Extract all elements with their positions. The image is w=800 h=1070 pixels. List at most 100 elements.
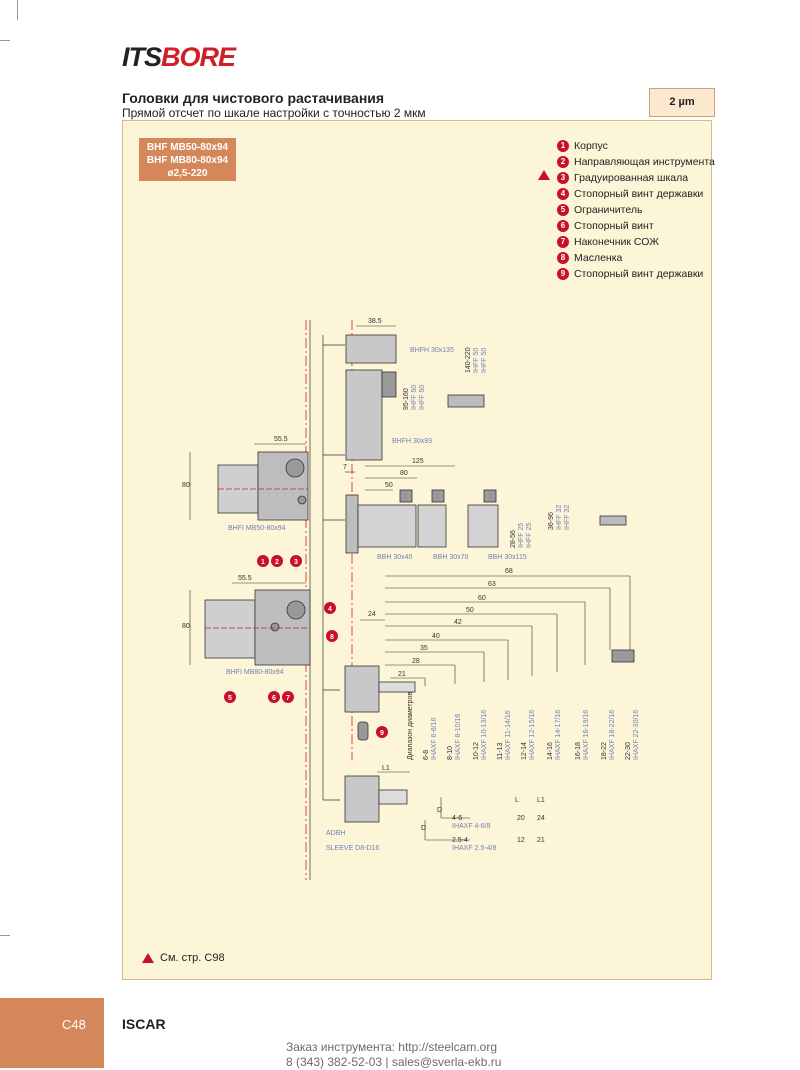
dimension: 80	[182, 623, 190, 630]
insert-code: IHAXF 10-13/16	[481, 710, 488, 760]
callout-icon: 2	[557, 156, 569, 168]
bhfh-holders	[345, 334, 485, 461]
insert-code: IHAXF 22-30/16	[633, 710, 640, 760]
row2-l: 12	[517, 837, 525, 844]
callout-icon: 4	[557, 188, 569, 200]
legend-label: Градуированная шкала	[574, 172, 689, 184]
bhfi-mb50-head	[217, 451, 309, 521]
model-line-2: BHF MB80-80x94	[146, 155, 229, 166]
dimension: 80	[182, 482, 190, 489]
bbh115-label: BBH 30x115	[488, 554, 527, 561]
callout-icon: 7	[557, 236, 569, 248]
callout-icon: 1	[557, 140, 569, 152]
legend-label: Направляющая инструмента	[574, 156, 715, 168]
page-number: C48	[62, 1017, 86, 1032]
range-36-96: 36-96	[548, 512, 555, 530]
insert-code: IHAXF 12-15/16	[529, 710, 536, 760]
dimension: 50	[466, 607, 474, 614]
bhfh93-label: BHFH 30x93	[392, 438, 432, 445]
precision-badge: 2 µm	[649, 88, 715, 117]
model-range: ø2,5-220	[167, 168, 208, 179]
insert-range: 6-8	[423, 750, 430, 760]
dimension: 55.5	[238, 575, 252, 582]
bbh40-label: BBH 30x40	[377, 554, 413, 561]
ihff25-label: IHFF 25	[518, 523, 525, 548]
callout-3: 3	[294, 559, 298, 566]
callout-7: 7	[286, 695, 290, 702]
dimension: 38.5	[368, 318, 382, 325]
ihff25-label: IHFF 25	[526, 523, 533, 548]
callout-9: 9	[380, 730, 384, 737]
range-140-220: 140-220	[465, 347, 472, 373]
bhfi-mb80-head	[204, 589, 311, 666]
model-line-1: BHF MB50-80x94	[146, 142, 229, 153]
dimension: L1	[382, 765, 390, 772]
legend-label: Стопорный винт	[574, 220, 654, 232]
bhfi50-label: BHFI MB50-80x94	[228, 525, 286, 532]
small-bore-holder	[344, 649, 635, 823]
row1-code: IHAXF 4-6/8	[452, 823, 491, 830]
callout-4: 4	[328, 606, 332, 613]
row2-range: 2.5-4	[452, 837, 468, 844]
see-page-text: См. стр. С98	[160, 952, 225, 964]
diameter-range-label: Диапазон диаметров	[407, 692, 414, 760]
legend-label: Корпус	[574, 140, 608, 152]
row2-l1: 21	[537, 837, 545, 844]
insert-code: IHAXF 11-14/16	[505, 710, 512, 760]
brand-name: ISCAR	[122, 1016, 166, 1032]
legend-item: 1 Корпус	[557, 138, 715, 154]
dimension: 28	[412, 658, 420, 665]
dimension: 63	[488, 581, 496, 588]
callout-2: 2	[275, 559, 279, 566]
callout-1: 1	[261, 559, 265, 566]
callout-8: 8	[330, 634, 334, 641]
page-tab	[0, 998, 104, 1068]
insert-range: 10-12	[473, 742, 480, 760]
legend-item: 5 Ограничитель	[557, 202, 715, 218]
bbh-holders	[345, 489, 627, 554]
page-subtitle: Прямой отсчет по шкале настройки с точно…	[122, 106, 426, 120]
callout-6: 6	[272, 695, 276, 702]
contact-line: 8 (343) 382-52-03 | sales@sverla-ekb.ru	[286, 1055, 502, 1069]
row1-l: 20	[517, 815, 525, 822]
insert-range: 12-14	[521, 742, 528, 760]
itsbore-logo: ITSBORE	[122, 42, 236, 72]
dimension: 60	[478, 595, 486, 602]
legend-label: Ограничитель	[574, 204, 643, 216]
d-label: D	[421, 825, 426, 832]
ihff32-label: IHFF 32	[556, 505, 563, 530]
callout-5: 5	[228, 695, 232, 702]
bhfh135-label: BHFH 30x135	[410, 347, 454, 354]
insert-code: IHAXF 8-10/16	[455, 714, 462, 760]
table-header-l: L	[515, 797, 519, 804]
range-95-160: 95-160	[403, 388, 410, 410]
content-panel	[122, 120, 712, 980]
row1-range: 4-6	[452, 815, 462, 822]
crop-mark	[0, 935, 10, 936]
ihff50-label: IHFF 50	[419, 385, 426, 410]
dimension: 68	[505, 568, 513, 575]
model-box: BHF MB50-80x94 BHF MB80-80x94 ø2,5-220	[139, 138, 236, 181]
legend-label: Масленка	[574, 252, 623, 264]
row1-l1: 24	[537, 815, 545, 822]
page-title: Головки для чистового растачивания	[122, 90, 385, 106]
ihff50-label: IHFF 50	[473, 348, 480, 373]
legend-label: Стопорный винт державки	[574, 268, 704, 280]
callout-icon: 5	[557, 204, 569, 216]
row2-code: IHAXF 2.5-4/8	[452, 845, 496, 852]
dimension: 7	[343, 464, 347, 471]
sleeve-label: SLEEVE D8-D16	[326, 845, 379, 852]
ihff50-label: IHFF 50	[411, 385, 418, 410]
see-page-note: См. стр. С98	[142, 952, 225, 964]
crop-mark	[17, 0, 18, 20]
legend-item: 2 Направляющая инструмента	[557, 154, 715, 170]
callout-icon: 3	[557, 172, 569, 184]
dimension: 80	[400, 470, 408, 477]
ihff32-label: IHFF 32	[564, 505, 571, 530]
